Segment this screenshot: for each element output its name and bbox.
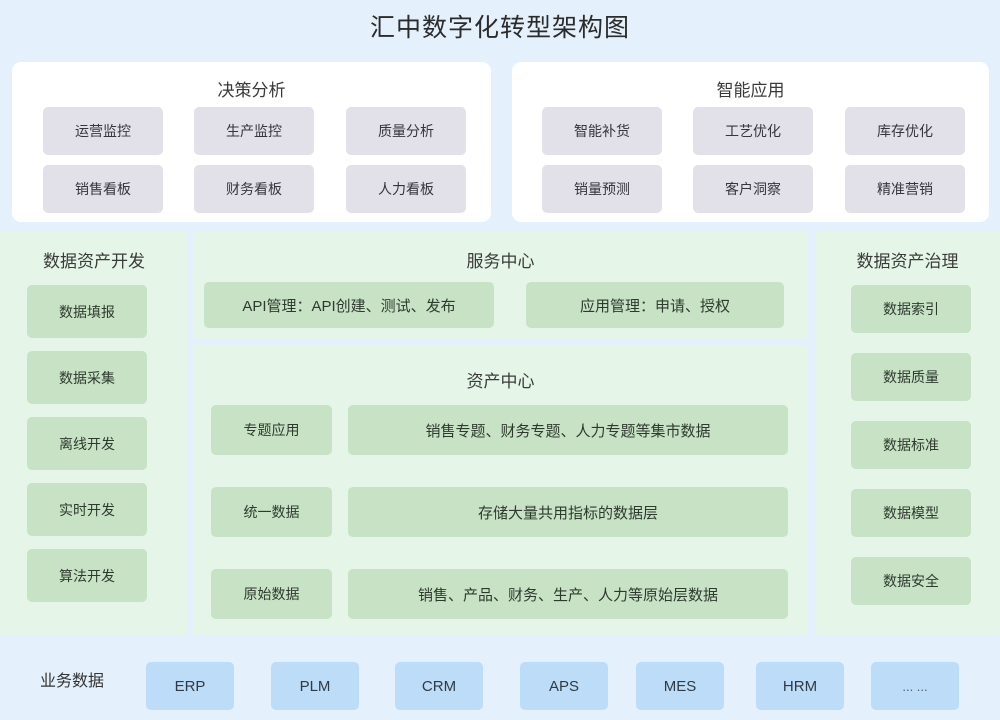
card-system-hrm[interactable]: HRM <box>756 662 844 710</box>
card-sales-forecast[interactable]: 销量预测 <box>542 165 662 213</box>
card-algorithm-development[interactable]: 算法开发 <box>27 549 147 602</box>
card-system-erp[interactable]: ERP <box>146 662 234 710</box>
panel-data-asset-governance: 数据资产治理 数据索引 数据质量 数据标准 数据模型 数据安全 <box>815 231 1000 636</box>
card-system-crm[interactable]: CRM <box>395 662 483 710</box>
panel-decision-analysis-heading: 决策分析 <box>217 81 286 100</box>
page-title: 汇中数字化转型架构图 <box>369 14 630 42</box>
panel-intelligent-application: 智能应用 智能补货 工艺优化 库存优化 销量预测 客户洞察 精准营销 <box>512 62 989 222</box>
card-customer-insight[interactable]: 客户洞察 <box>693 165 813 213</box>
panel-service-center-heading: 服务中心 <box>466 252 535 271</box>
panel-asset-center: 资产中心 专题应用 销售专题、财务专题、人力专题等集市数据 统一数据 存储大量共… <box>193 345 808 636</box>
card-offline-development[interactable]: 离线开发 <box>27 417 147 470</box>
panel-asset-center-heading: 资产中心 <box>466 372 535 391</box>
business-data-label: 业务数据 <box>40 673 105 690</box>
card-data-standard[interactable]: 数据标准 <box>851 421 971 469</box>
card-system-more[interactable]: ... ... <box>871 662 959 710</box>
card-data-quality[interactable]: 数据质量 <box>851 353 971 401</box>
card-data-index[interactable]: 数据索引 <box>851 285 971 333</box>
panel-data-asset-development: 数据资产开发 数据填报 数据采集 离线开发 实时开发 算法开发 <box>0 231 188 636</box>
card-raw-data-label[interactable]: 原始数据 <box>211 569 332 619</box>
card-raw-data-desc[interactable]: 销售、产品、财务、生产、人力等原始层数据 <box>348 569 788 619</box>
card-operation-monitor[interactable]: 运营监控 <box>43 107 163 155</box>
card-smart-replenishment[interactable]: 智能补货 <box>542 107 662 155</box>
card-production-monitor[interactable]: 生产监控 <box>194 107 314 155</box>
card-application-management[interactable]: 应用管理：申请、授权 <box>526 282 784 328</box>
card-inventory-optimization[interactable]: 库存优化 <box>845 107 965 155</box>
card-unified-data-label[interactable]: 统一数据 <box>211 487 332 537</box>
card-finance-dashboard[interactable]: 财务看板 <box>194 165 314 213</box>
card-data-entry[interactable]: 数据填报 <box>27 285 147 338</box>
card-unified-data-desc[interactable]: 存储大量共用指标的数据层 <box>348 487 788 537</box>
panel-service-center: 服务中心 API管理：API创建、测试、发布 应用管理：申请、授权 <box>193 231 808 339</box>
card-realtime-development[interactable]: 实时开发 <box>27 483 147 536</box>
card-process-optimization[interactable]: 工艺优化 <box>693 107 813 155</box>
card-data-security[interactable]: 数据安全 <box>851 557 971 605</box>
card-thematic-application-desc[interactable]: 销售专题、财务专题、人力专题等集市数据 <box>348 405 788 455</box>
card-system-mes[interactable]: MES <box>636 662 724 710</box>
card-thematic-application-label[interactable]: 专题应用 <box>211 405 332 455</box>
card-data-model[interactable]: 数据模型 <box>851 489 971 537</box>
card-sales-dashboard[interactable]: 销售看板 <box>43 165 163 213</box>
panel-data-asset-governance-heading: 数据资产治理 <box>856 252 959 271</box>
card-system-plm[interactable]: PLM <box>271 662 359 710</box>
card-system-aps[interactable]: APS <box>520 662 608 710</box>
panel-decision-analysis: 决策分析 运营监控 生产监控 质量分析 销售看板 财务看板 人力看板 <box>12 62 491 222</box>
card-precision-marketing[interactable]: 精准营销 <box>845 165 965 213</box>
panel-business-data: 业务数据 ERP PLM CRM APS MES HRM ... ... <box>0 644 1000 720</box>
panel-data-asset-development-heading: 数据资产开发 <box>43 252 145 271</box>
card-hr-dashboard[interactable]: 人力看板 <box>346 165 466 213</box>
card-api-management[interactable]: API管理：API创建、测试、发布 <box>204 282 494 328</box>
card-data-collection[interactable]: 数据采集 <box>27 351 147 404</box>
card-quality-analysis[interactable]: 质量分析 <box>346 107 466 155</box>
panel-intelligent-application-heading: 智能应用 <box>716 81 785 100</box>
